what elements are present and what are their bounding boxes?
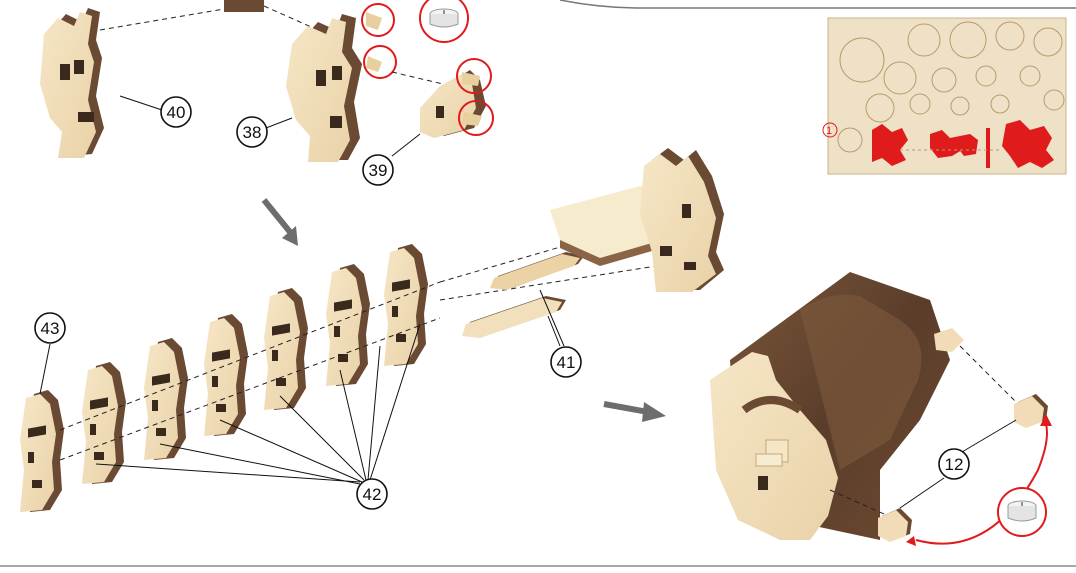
callout-41: 41 (550, 346, 582, 378)
part-42-piece (144, 338, 188, 460)
callout-39: 39 (362, 154, 394, 186)
leader-line (265, 117, 293, 129)
tealight-candle-icon (997, 487, 1047, 537)
divider-line (559, 0, 1076, 9)
callout-43: 43 (34, 312, 66, 344)
leader-line (391, 133, 421, 157)
callout-40: 40 (160, 96, 192, 128)
part-12-piece (1014, 394, 1048, 428)
parts-sheet-thumbnail: 1 (822, 17, 1067, 175)
part-39-piece (420, 70, 486, 138)
part-number-12: 12 (945, 455, 964, 474)
guide-line (959, 345, 1021, 407)
highlight-circle (363, 45, 397, 79)
part-41-pieces (462, 252, 584, 338)
end-piece-with-platform (550, 148, 724, 292)
guide-line (99, 7, 231, 31)
arrow-icon (603, 401, 666, 422)
leader-line (539, 289, 565, 347)
part-number-39: 39 (369, 161, 388, 180)
leader-line (547, 315, 561, 347)
assembled-block (710, 272, 964, 540)
guide-line (439, 261, 683, 301)
highlight-circle (456, 58, 492, 94)
part-number-42: 42 (363, 485, 382, 504)
leader-line (961, 419, 1017, 453)
part-number-41: 41 (557, 353, 576, 372)
guide-line (263, 5, 319, 31)
part-number-43: 43 (41, 319, 60, 338)
callout-12: 12 (938, 448, 970, 480)
part-number-40: 40 (167, 103, 186, 122)
arrow-icon (261, 198, 298, 246)
part-42-piece (204, 314, 248, 436)
part-42-piece (326, 264, 370, 386)
leader-lines-42 (95, 323, 421, 485)
guide-line (59, 317, 441, 461)
callout-38: 38 (236, 116, 268, 148)
part-top-center-piece (224, 0, 264, 12)
part-12-piece (878, 508, 912, 542)
highlight-circle (458, 100, 494, 136)
tealight-candle-icon (419, 0, 469, 43)
guide-line (829, 489, 885, 515)
leader-line (119, 95, 163, 111)
part-43-piece (20, 390, 64, 512)
sheet-number: 1 (826, 125, 832, 137)
part-40-piece (40, 8, 104, 158)
callout-42: 42 (356, 478, 388, 510)
part-42-piece (264, 288, 308, 410)
part-number-38: 38 (243, 123, 262, 142)
highlight-circle (361, 3, 395, 37)
leader-line (899, 477, 945, 509)
part-38-piece (286, 12, 382, 162)
part-42-piece (384, 244, 428, 366)
part-42-row (20, 244, 428, 512)
guide-line (59, 281, 441, 431)
leader-line (39, 343, 51, 395)
